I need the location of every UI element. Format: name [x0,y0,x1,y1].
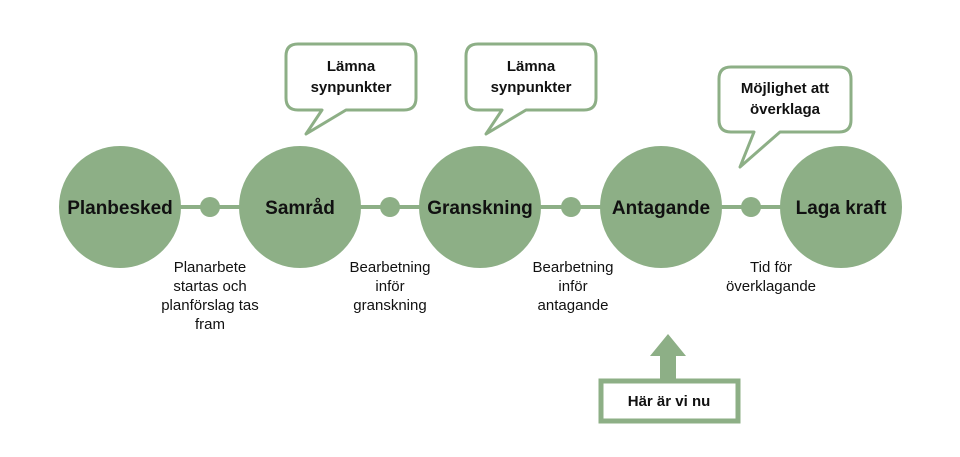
step-line: Bearbetning [350,259,431,276]
stage-label: Planbesked [67,198,173,219]
timeline-dot [200,197,220,217]
step-description-4: Tid för överklagande [726,259,816,295]
callout-granskning: Lämna synpunkter [464,42,598,136]
stage-label: Samråd [265,198,335,219]
step-description-1: Planarbete startas och planförslag tas f… [161,259,259,333]
step-line: inför [375,278,404,295]
step-line: överklagande [726,278,816,295]
arrow-up-icon [650,334,686,381]
callout-line: Möjlighet att [741,80,829,97]
callout-samrad: Lämna synpunkter [284,42,418,136]
step-line: Planarbete [174,259,247,276]
step-line: antagande [538,297,609,314]
timeline-dot [741,197,761,217]
step-line: granskning [353,297,426,314]
stage-granskning: Granskning [419,146,541,268]
step-description-2: Bearbetning inför granskning [350,259,431,314]
callout-line: Lämna [507,58,556,75]
step-line: Tid för [750,259,792,276]
stage-label: Granskning [427,198,533,219]
step-line: fram [195,316,225,333]
current-position-marker: Här är vi nu [598,334,741,424]
callout-line: synpunkter [311,79,392,96]
callout-line: synpunkter [491,79,572,96]
timeline-dot [380,197,400,217]
current-position-label: Här är vi nu [628,393,711,410]
stage-antagande: Antagande [600,146,722,268]
stage-samrad: Samråd [239,146,361,268]
step-line: planförslag tas [161,297,259,314]
current-position-box [598,378,741,424]
callout-line: överklaga [750,101,821,118]
stage-label: Antagande [612,198,710,219]
step-line: startas och [173,278,246,295]
callout-laga-kraft: Möjlighet att överklaga [717,65,853,169]
stage-laga-kraft: Laga kraft [780,146,902,268]
step-description-3: Bearbetning inför antagande [533,259,614,314]
stage-planbesked: Planbesked [59,146,181,268]
timeline-dot [561,197,581,217]
stage-label: Laga kraft [796,198,887,219]
step-line: inför [558,278,587,295]
step-line: Bearbetning [533,259,614,276]
callout-line: Lämna [327,58,376,75]
